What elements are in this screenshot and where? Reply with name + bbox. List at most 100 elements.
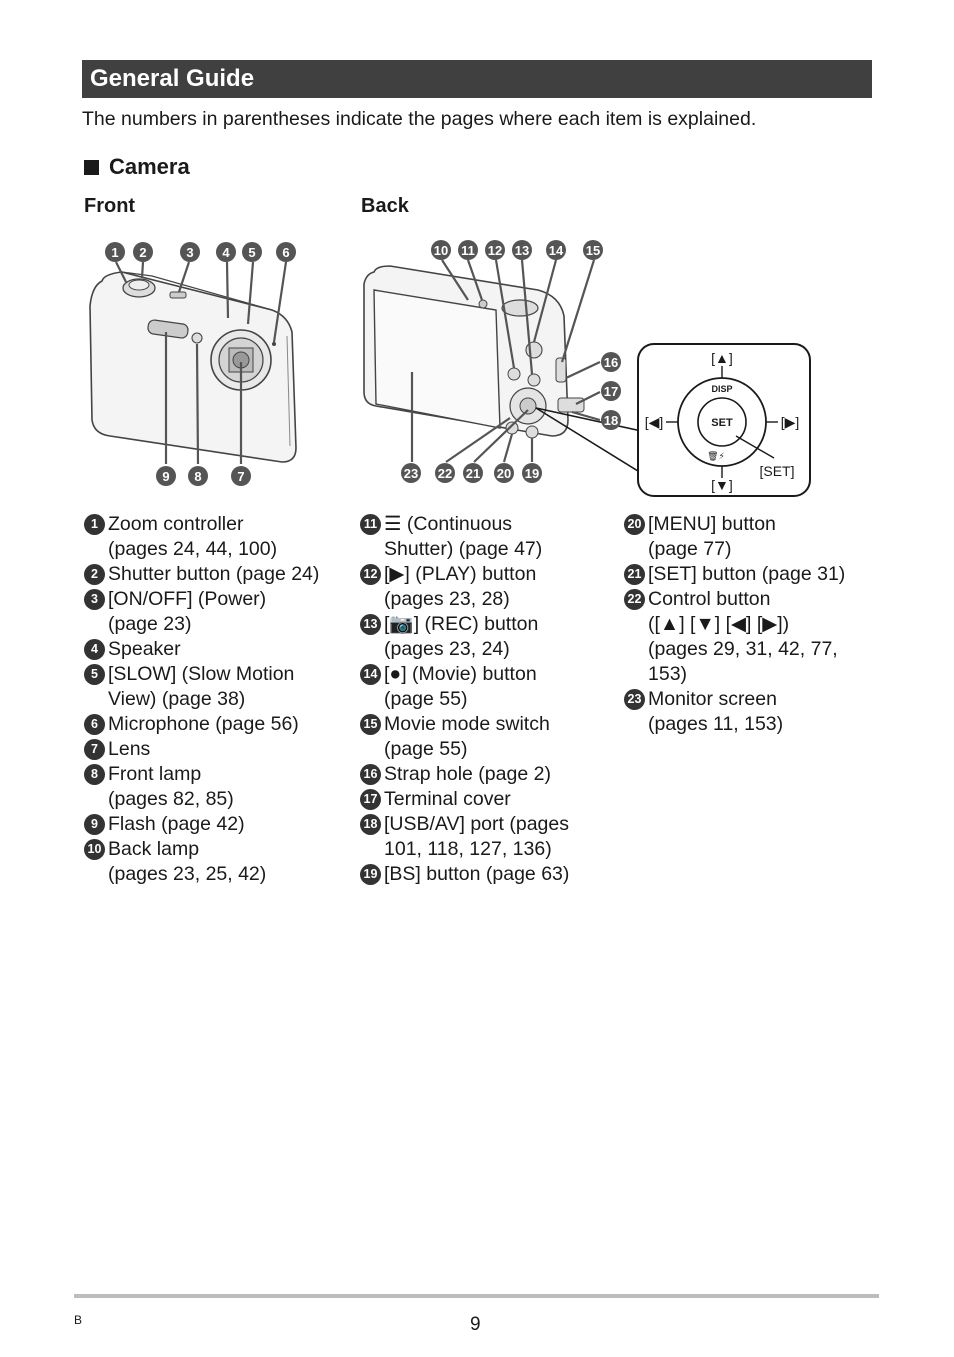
front-callout-7: 7	[231, 466, 251, 486]
back-callout-19: 19	[522, 463, 542, 483]
set-callout-label: [SET]	[759, 463, 794, 479]
front-callout-4: 4	[216, 242, 236, 262]
intro-text: The numbers in parentheses indicate the …	[82, 108, 757, 130]
item-description: Front lamp (pages 82, 85)	[108, 763, 234, 810]
svg-text:7: 7	[237, 469, 244, 484]
item-description: Terminal cover	[384, 788, 511, 810]
item-description: [▶] (PLAY) button (pages 23, 28)	[384, 563, 537, 610]
back-callout-20: 20	[494, 463, 514, 483]
control-up-label: [▲]	[711, 350, 733, 366]
section-heading: Camera	[84, 154, 190, 180]
item-description: Lens	[108, 738, 151, 760]
item-description: Back lamp (pages 23, 25, 42)	[108, 838, 267, 885]
item-description: [SET] button (page 31)	[648, 563, 846, 585]
section-heading-text: Camera	[109, 154, 190, 179]
item-number-badge: 7	[84, 739, 105, 760]
item-number-badge: 9	[84, 814, 105, 835]
svg-text:1: 1	[111, 245, 118, 260]
front-callout-2: 2	[133, 242, 153, 262]
item-number-badge: 20	[624, 514, 645, 535]
item-number-badge: 15	[360, 714, 381, 735]
back-callout-18: 18	[601, 410, 621, 430]
camera-back-illustration: SET DISP 🗑⚡ [▲] [▼] [◀] [▶] [SET] 10 11 …	[363, 240, 811, 497]
item-description: Monitor screen (pages 11, 153)	[648, 688, 784, 735]
item-number-badge: 10	[84, 839, 105, 860]
control-left-label: [◀]	[645, 414, 664, 430]
back-callout-11: 11	[458, 240, 478, 260]
item-number-badge: 12	[360, 564, 381, 585]
item-number-badge: 14	[360, 664, 381, 685]
item-description: [📷] (REC) button (pages 23, 24)	[384, 613, 539, 660]
items-column-3: 20[MENU] button (page 77)21[SET] button …	[624, 512, 845, 737]
item-description: ☰ (Continuous Shutter) (page 47)	[384, 513, 543, 560]
svg-text:3: 3	[186, 245, 193, 260]
front-callout-5: 5	[242, 242, 262, 262]
back-callout-14: 14	[546, 240, 566, 260]
item-number-badge: 19	[360, 864, 381, 885]
list-item: 19[BS] button (page 63)	[360, 862, 569, 887]
svg-text:6: 6	[282, 245, 289, 260]
item-number-badge: 1	[84, 514, 105, 535]
item-description: Speaker	[108, 638, 181, 660]
back-heading: Back	[361, 195, 409, 217]
item-description: Movie mode switch (page 55)	[384, 713, 550, 760]
control-down-label: [▼]	[711, 477, 733, 493]
item-number-badge: 13	[360, 614, 381, 635]
item-number-badge: 17	[360, 789, 381, 810]
item-description: Control button ([▲] [▼] [◀] [▶]) (pages …	[648, 588, 838, 685]
trash-flash-icon: 🗑⚡	[707, 451, 725, 462]
list-item: 18[USB/AV] port (pages 101, 118, 127, 13…	[360, 812, 569, 862]
item-description: [●] (Movie) button (page 55)	[384, 663, 537, 710]
item-description: Shutter button (page 24)	[108, 563, 320, 585]
item-description: Strap hole (page 2)	[384, 763, 551, 785]
list-item: 11☰ (Continuous Shutter) (page 47)	[360, 512, 569, 562]
list-item: 13[📷] (REC) button (pages 23, 24)	[360, 612, 569, 662]
svg-text:16: 16	[604, 355, 618, 370]
front-callout-1: 1	[105, 242, 125, 262]
svg-text:17: 17	[604, 384, 618, 399]
svg-text:15: 15	[586, 243, 600, 258]
svg-text:8: 8	[194, 469, 201, 484]
svg-text:13: 13	[515, 243, 529, 258]
front-callout-3: 3	[180, 242, 200, 262]
list-item: 3[ON/OFF] (Power) (page 23)	[84, 587, 319, 637]
back-callout-10: 10	[431, 240, 451, 260]
item-number-badge: 11	[360, 514, 381, 535]
svg-text:10: 10	[434, 243, 448, 258]
back-callout-16: 16	[601, 352, 621, 372]
svg-text:18: 18	[604, 413, 618, 428]
item-description: [ON/OFF] (Power) (page 23)	[108, 588, 267, 635]
svg-text:23: 23	[404, 466, 418, 481]
item-number-badge: 2	[84, 564, 105, 585]
svg-text:22: 22	[438, 466, 452, 481]
set-button-label: SET	[711, 417, 733, 429]
svg-text:11: 11	[461, 243, 475, 258]
item-description: Flash (page 42)	[108, 813, 245, 835]
disp-label: DISP	[711, 384, 732, 394]
item-description: [BS] button (page 63)	[384, 863, 570, 885]
back-callout-21: 21	[463, 463, 483, 483]
item-number-badge: 16	[360, 764, 381, 785]
front-callout-9: 9	[156, 466, 176, 486]
item-number-badge: 6	[84, 714, 105, 735]
item-description: Microphone (page 56)	[108, 713, 299, 735]
item-description: [USB/AV] port (pages 101, 118, 127, 136)	[384, 813, 569, 860]
svg-text:9: 9	[162, 469, 169, 484]
item-number-badge: 22	[624, 589, 645, 610]
item-number-badge: 3	[84, 589, 105, 610]
item-number-badge: 8	[84, 764, 105, 785]
svg-text:2: 2	[139, 245, 146, 260]
list-item: 12[▶] (PLAY) button (pages 23, 28)	[360, 562, 569, 612]
